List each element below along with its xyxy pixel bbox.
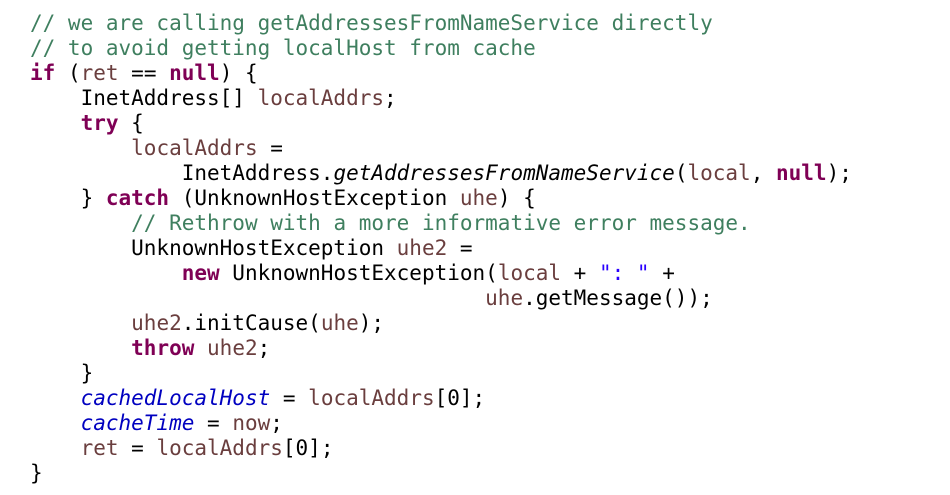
code-line: throw uhe2; (30, 336, 950, 361)
code-token-plain: .getMessage()); (523, 286, 713, 310)
code-token-plain (30, 136, 131, 160)
code-token-plain (30, 261, 182, 285)
code-token-keyword: null (775, 161, 827, 185)
code-token-var: localAddrs (156, 436, 283, 460)
code-token-plain: = (257, 136, 283, 160)
code-token-plain: } (30, 361, 94, 385)
code-token-plain (30, 286, 485, 310)
code-token-keyword: try (80, 111, 119, 135)
code-line: new UnknownHostException(local + ": " + (30, 261, 950, 286)
code-token-plain: = (194, 411, 233, 435)
code-line: ret = localAddrs[0]; (30, 436, 950, 461)
code-line: InetAddress[] localAddrs; (30, 86, 950, 111)
code-token-plain: = (270, 386, 309, 410)
code-token-var: uhe2 (396, 236, 448, 260)
code-token-plain: = (118, 436, 157, 460)
code-token-plain (30, 411, 81, 435)
code-token-plain: , (750, 161, 776, 185)
code-token-var: localAddrs (131, 136, 258, 160)
code-line: cacheTime = now; (30, 411, 950, 436)
code-line: if (ret == null) { (30, 61, 950, 86)
code-line: cachedLocalHost = localAddrs[0]; (30, 386, 950, 411)
code-token-keyword: null (169, 61, 220, 85)
code-line: } (30, 461, 950, 486)
code-line: // to avoid getting localHost from cache (30, 36, 950, 61)
code-token-var: uhe2 (207, 336, 258, 360)
code-token-keyword: if (30, 61, 56, 85)
code-token-field: cacheTime (80, 411, 195, 435)
code-line: } catch (UnknownHostException uhe) { (30, 186, 950, 211)
code-token-keyword: throw (131, 336, 195, 360)
code-token-plain (194, 336, 207, 360)
code-token-plain: == (118, 61, 170, 85)
code-token-plain: = (447, 236, 473, 260)
code-token-plain: UnknownHostException (30, 236, 397, 260)
code-token-plain: + (561, 261, 599, 285)
code-token-var: now (232, 411, 271, 435)
code-token-var: uhe (459, 186, 498, 210)
code-token-var: uhe (320, 311, 359, 335)
code-token-comment: // we are calling getAddressesFromNameSe… (30, 11, 713, 35)
code-token-plain: + (649, 261, 675, 285)
code-token-plain: ( (674, 161, 688, 185)
code-line: uhe.getMessage()); (30, 286, 950, 311)
code-line: // Rethrow with a more informative error… (30, 211, 950, 236)
code-token-plain (30, 436, 81, 460)
code-token-plain: [0]; (434, 386, 486, 410)
code-line: try { (30, 111, 950, 136)
code-token-keyword: new (181, 261, 220, 285)
code-token-plain: ; (384, 86, 397, 110)
code-line: UnknownHostException uhe2 = (30, 236, 950, 261)
code-line: } (30, 361, 950, 386)
code-token-plain: ) { (497, 186, 536, 210)
code-token-var: uhe2 (131, 311, 182, 335)
code-token-var: ret (80, 61, 119, 85)
code-token-plain: .initCause( (181, 311, 321, 335)
code-token-var: uhe (485, 286, 524, 310)
code-token-var: local (687, 161, 751, 185)
code-token-plain: ); (826, 161, 852, 185)
code-line: uhe2.initCause(uhe); (30, 311, 950, 336)
code-token-plain: InetAddress[] (30, 86, 258, 110)
code-token-plain (30, 311, 131, 335)
code-token-plain: UnknownHostException( (219, 261, 498, 285)
code-token-plain: ( (55, 61, 81, 85)
code-line: localAddrs = (30, 136, 950, 161)
code-token-plain: { (118, 111, 144, 135)
code-editor[interactable]: // we are calling getAddressesFromNameSe… (30, 11, 950, 495)
code-token-plain: ); (358, 311, 385, 335)
code-token-keyword: catch (105, 186, 170, 210)
code-token-plain: (UnknownHostException (169, 186, 460, 210)
code-token-plain (30, 111, 81, 135)
code-token-string: ": " (598, 261, 650, 285)
code-token-plain (30, 386, 81, 410)
code-token-var: local (497, 261, 562, 285)
code-token-comment: // Rethrow with a more informative error… (131, 211, 751, 235)
code-token-plain: ) { (219, 61, 258, 85)
code-line: // we are calling getAddressesFromNameSe… (30, 11, 950, 36)
code-token-plain: [0]; (282, 436, 334, 460)
code-token-field: cachedLocalHost (80, 386, 271, 410)
code-token-var: localAddrs (257, 86, 385, 110)
code-token-var: ret (80, 436, 119, 460)
code-token-plain (30, 336, 131, 360)
code-token-plain: InetAddress. (30, 161, 334, 185)
code-token-plain: ; (270, 411, 283, 435)
code-token-var: localAddrs (308, 386, 435, 410)
code-token-plain (30, 211, 131, 235)
code-token-plain: } (30, 461, 43, 485)
code-token-plain: } (30, 186, 106, 210)
code-token-comment: // to avoid getting localHost from cache (30, 36, 536, 60)
code-line: InetAddress.getAddressesFromNameService(… (30, 161, 950, 186)
code-token-static-method: getAddressesFromNameService (333, 161, 675, 185)
code-token-plain: ; (257, 336, 271, 360)
